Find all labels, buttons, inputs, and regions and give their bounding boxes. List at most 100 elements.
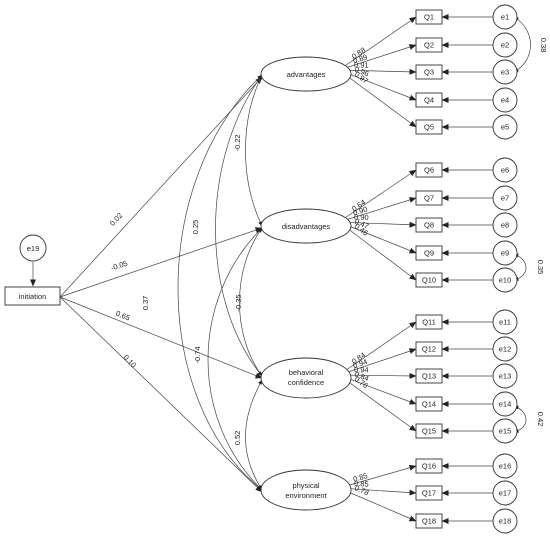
- loading-line: [338, 221, 417, 254]
- physical-label-line2: environment: [285, 491, 327, 500]
- error-label: e8: [501, 221, 509, 230]
- error-circle: [492, 309, 518, 335]
- error-circle: [492, 157, 518, 183]
- error-circle: [492, 59, 518, 85]
- advantages-ellipse: [260, 56, 352, 92]
- item-label: Q7: [424, 194, 434, 203]
- loading-line: [338, 68, 417, 75]
- disadvantages-ellipse: [260, 208, 352, 244]
- item-box: [415, 190, 443, 206]
- error-label: e18: [499, 517, 512, 526]
- initiation-label: initiation: [19, 292, 47, 301]
- loading-label: 0.85: [352, 471, 369, 484]
- corr-adv-dis: [245, 74, 263, 227]
- error-covariances: [513, 16, 531, 433]
- loading-line: [338, 197, 417, 223]
- error-circle: [492, 336, 518, 362]
- path-initiation-advantages: [59, 76, 263, 298]
- error-label: e4: [501, 96, 509, 105]
- error-circle: [492, 87, 518, 113]
- advantages-label: advantages: [287, 70, 326, 79]
- error-label: e7: [501, 194, 509, 203]
- loading-line: [338, 169, 417, 223]
- error-circle: [492, 391, 518, 417]
- cov-e14-e15: [513, 405, 527, 433]
- item-box: [415, 92, 443, 108]
- loading-label: 0.91: [354, 60, 369, 69]
- disadvantages-label: disadvantages: [282, 222, 331, 231]
- item-box: [415, 314, 443, 330]
- item-box: [415, 272, 443, 288]
- loading-label: 0.94: [352, 357, 369, 370]
- error-label: e6: [501, 166, 509, 175]
- coef-adv-dis: -0.22: [233, 134, 242, 151]
- loading-lines: [338, 16, 417, 522]
- item-label: Q10: [422, 276, 436, 285]
- loading-label: 0.94: [354, 365, 369, 374]
- cov-e1-e3: [513, 16, 531, 73]
- behavioral-confidence-ellipse: [260, 357, 352, 399]
- corr-beh-phy: [245, 379, 263, 491]
- coef-e9-e10: 0.35: [536, 260, 545, 275]
- error-label: e12: [499, 345, 512, 354]
- item-box: [415, 245, 443, 261]
- coef-initiation-physical: 0.10: [122, 353, 139, 370]
- coef-dis-phy: -0.74: [193, 346, 202, 363]
- item-box: [415, 37, 443, 53]
- item-label: Q15: [422, 427, 436, 436]
- error-circle: [492, 185, 518, 211]
- loading-line: [338, 321, 417, 376]
- item-boxes: Q1Q2Q3Q4Q5Q6Q7Q8Q9Q10Q11Q12Q13Q14Q15Q16Q…: [415, 9, 443, 529]
- item-box: [415, 9, 443, 25]
- factor-correlations: [177, 74, 263, 491]
- error-circle: [492, 418, 518, 444]
- error-label: e3: [501, 68, 509, 77]
- behavioral-label-line2: confidence: [288, 378, 324, 387]
- item-label: Q4: [424, 96, 434, 105]
- error-label: e10: [499, 276, 512, 285]
- loading-line: [338, 16, 417, 71]
- loading-line: [338, 487, 417, 522]
- error-label: e9: [501, 249, 509, 258]
- error-lines: [441, 14, 493, 524]
- error-label: e13: [499, 372, 512, 381]
- structural-paths: [30, 76, 263, 493]
- loading-line: [338, 44, 417, 71]
- error-circles: e1e2e3e4e5e6e7e8e9e10e11e12e13e14e15e16e…: [492, 4, 518, 534]
- item-label: Q13: [422, 372, 436, 381]
- coef-adv-beh: 0.25: [191, 220, 200, 235]
- item-label: Q9: [424, 249, 434, 258]
- item-box: [415, 217, 443, 233]
- physical-label-line1: physical: [292, 481, 319, 490]
- item-label: Q6: [424, 166, 434, 175]
- loading-line: [338, 69, 417, 128]
- corr-adv-beh: [215, 74, 263, 377]
- item-box: [415, 485, 443, 501]
- corr-dis-phy: [207, 227, 263, 491]
- coef-dis-beh: -0.35: [234, 294, 243, 311]
- item-label: Q18: [422, 517, 436, 526]
- behavioral-label-line1: behavioral: [289, 368, 324, 377]
- loading-line: [338, 221, 417, 228]
- error-label: e2: [501, 41, 509, 50]
- loading-line: [338, 372, 417, 379]
- item-label: Q17: [422, 489, 436, 498]
- coef-initiation-behavioral: 0.65: [114, 309, 131, 323]
- error-label: e16: [499, 462, 512, 471]
- path-initiation-disadvantages: [59, 227, 263, 298]
- e19-label: e19: [27, 244, 40, 253]
- item-label: Q14: [422, 400, 436, 409]
- loading-line: [338, 348, 417, 376]
- item-box: [415, 396, 443, 412]
- error-label: e5: [501, 123, 509, 132]
- error-cov-coefficients: 0.38 0.35 0.42: [536, 38, 548, 427]
- path-initiation-physical: [59, 296, 263, 493]
- coef-adv-phy: 0.37: [141, 296, 150, 311]
- error-circle: [492, 212, 518, 238]
- coef-beh-phy: 0.52: [233, 431, 242, 446]
- loading-label: 0.90: [354, 212, 369, 222]
- item-box: [415, 341, 443, 357]
- coef-initiation-advantages: 0.02: [108, 211, 125, 228]
- error-circle: [492, 114, 518, 140]
